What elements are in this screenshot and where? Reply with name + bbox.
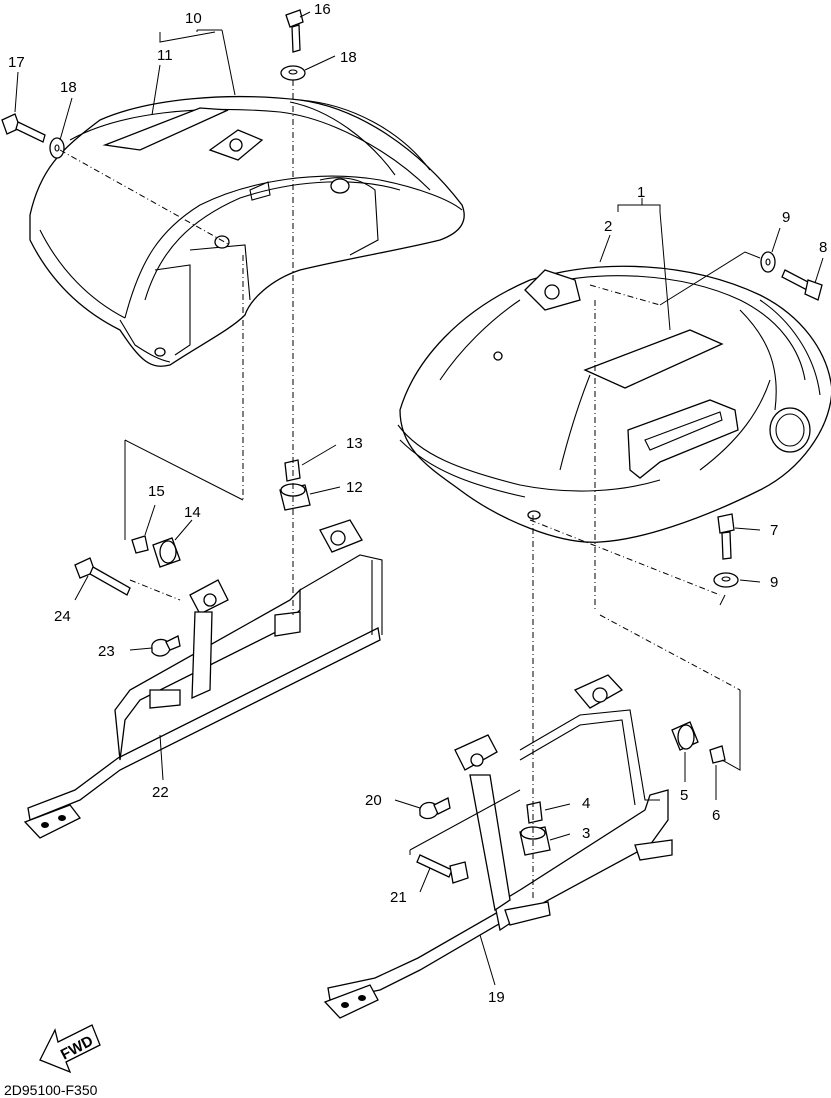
callout-18-top: 18 <box>340 49 357 66</box>
bolt-7[interactable] <box>717 513 735 560</box>
callout-2: 2 <box>604 218 612 235</box>
grommet-23[interactable] <box>151 635 181 657</box>
callout-8: 8 <box>819 239 827 256</box>
callout-5: 5 <box>680 787 688 804</box>
callout-15: 15 <box>148 483 165 500</box>
assembly-lines <box>59 80 761 900</box>
callout-24: 24 <box>54 608 71 625</box>
washer-18-side[interactable] <box>49 137 65 159</box>
callout-21: 21 <box>390 889 407 906</box>
grommet-20[interactable] <box>419 797 451 820</box>
bolt-24[interactable] <box>74 557 131 596</box>
callout-13: 13 <box>346 435 363 452</box>
bolt-21[interactable] <box>416 854 469 884</box>
damper-12[interactable] <box>279 483 311 511</box>
collar-4[interactable] <box>526 801 543 824</box>
diagram-code: 2D95100-F350 <box>4 1082 98 1098</box>
callout-20: 20 <box>365 792 382 809</box>
callout-6: 6 <box>712 807 720 824</box>
damper-3[interactable] <box>519 826 551 856</box>
callout-7: 7 <box>770 522 778 539</box>
damper-14[interactable] <box>152 537 181 568</box>
bolt-8[interactable] <box>781 269 823 301</box>
damper-5[interactable] <box>671 721 699 751</box>
left-saddlebag-case[interactable] <box>29 95 465 367</box>
bolt-17[interactable] <box>1 113 46 143</box>
callout-1: 1 <box>637 184 645 201</box>
fwd-direction-arrow: FWD <box>39 1024 101 1074</box>
callout-9-top: 9 <box>782 209 790 226</box>
callout-19: 19 <box>488 989 505 1006</box>
callout-leaders <box>14 11 824 986</box>
callout-9-bottom: 9 <box>770 574 778 591</box>
callout-4: 4 <box>582 795 590 812</box>
washer-18-top[interactable] <box>280 65 306 81</box>
callout-18-left: 18 <box>60 79 77 96</box>
callout-23: 23 <box>98 643 115 660</box>
callout-10: 10 <box>185 10 202 27</box>
callout-3: 3 <box>582 825 590 842</box>
callout-22: 22 <box>152 784 169 801</box>
callout-numbers: 1 2 3 4 5 6 7 8 9 9 10 11 12 13 14 15 16… <box>8 1 827 1006</box>
callout-12: 12 <box>346 479 363 496</box>
collar-6[interactable] <box>709 745 726 764</box>
callout-14: 14 <box>184 504 201 521</box>
callout-11: 11 <box>157 47 173 64</box>
callout-17: 17 <box>8 54 25 71</box>
right-bracket-stay[interactable] <box>323 674 673 1019</box>
bolt-16[interactable] <box>285 9 304 53</box>
collar-15[interactable] <box>131 535 149 554</box>
washer-9-bottom[interactable] <box>713 572 739 588</box>
washer-9-top[interactable] <box>760 251 776 273</box>
right-saddlebag-case[interactable] <box>397 265 831 543</box>
left-bracket-stay[interactable] <box>23 519 383 839</box>
callout-16: 16 <box>314 1 331 18</box>
